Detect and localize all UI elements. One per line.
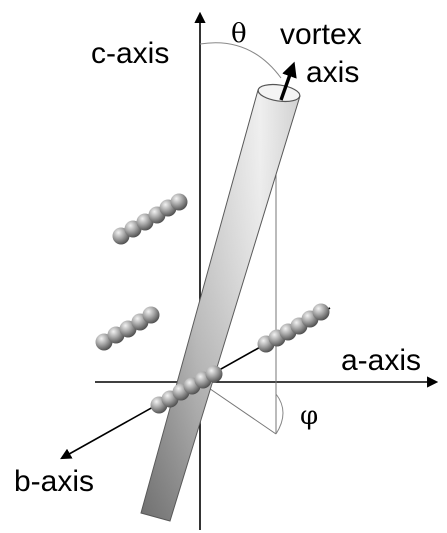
vortex-top-cap	[257, 83, 301, 103]
theta-label: θ	[231, 19, 247, 49]
phi-label: φ	[300, 401, 318, 431]
phi-arc	[275, 393, 284, 435]
vortex-cylinder	[140, 83, 301, 522]
sphere-chain-middle	[95, 306, 160, 351]
b-axis-label: b-axis	[14, 465, 94, 498]
sphere-chain-b-axis-left	[150, 365, 223, 414]
sphere-chain-upper	[112, 193, 188, 245]
vortex-axis-label-line2: axis	[306, 56, 359, 89]
sphere-chain-b-axis-right	[257, 303, 330, 353]
vortex-axis-label-line1: vortex	[280, 18, 362, 51]
c-axis-label: c-axis	[91, 37, 169, 70]
vortex-axis-arrow	[279, 61, 297, 101]
a-axis-label: a-axis	[341, 344, 421, 377]
projection-line	[199, 381, 277, 435]
theta-arc	[199, 42, 282, 79]
